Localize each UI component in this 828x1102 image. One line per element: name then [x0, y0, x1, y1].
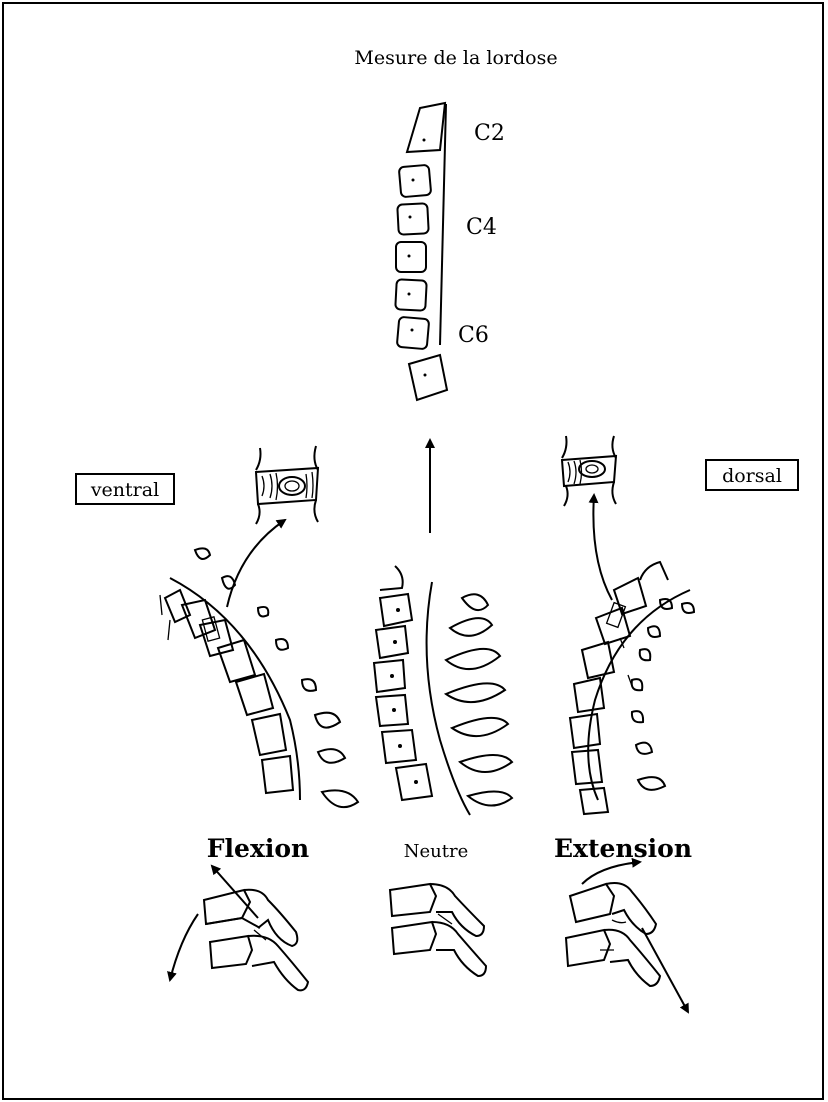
diagram-title: Mesure de la lordose [354, 47, 557, 69]
extension-segment [564, 857, 689, 1014]
vertebra-c5 [395, 241, 427, 273]
vertebra-c4 [396, 202, 430, 236]
neutral-label: Neutre [404, 841, 469, 862]
vertebra-c7 [396, 316, 430, 350]
disc-detail-flexion [226, 445, 320, 608]
ventral-label: ventral [90, 479, 159, 501]
vertebra-t1 [407, 353, 449, 402]
flexion-segment [167, 864, 310, 992]
flexion-spine [159, 547, 360, 809]
lordosis-measure-line [439, 103, 447, 346]
flexion-label: Flexion [207, 834, 309, 863]
disc-detail-extension [560, 435, 618, 601]
dorsal-label: dorsal [722, 465, 782, 487]
label-c2: C2 [474, 121, 505, 146]
dorsal-box: dorsal [705, 459, 799, 491]
vertebra-c2 [405, 101, 447, 154]
label-c6: C6 [458, 323, 489, 348]
extension-label: Extension [554, 834, 692, 863]
label-c4: C4 [466, 215, 497, 240]
vertebra-c6 [394, 278, 428, 312]
vertebra-c3 [398, 164, 432, 198]
ventral-box: ventral [75, 473, 175, 505]
neutral-segment [388, 882, 488, 978]
cervical-spine [394, 101, 449, 402]
neutral-spine [372, 565, 514, 816]
extension-spine [568, 560, 696, 816]
